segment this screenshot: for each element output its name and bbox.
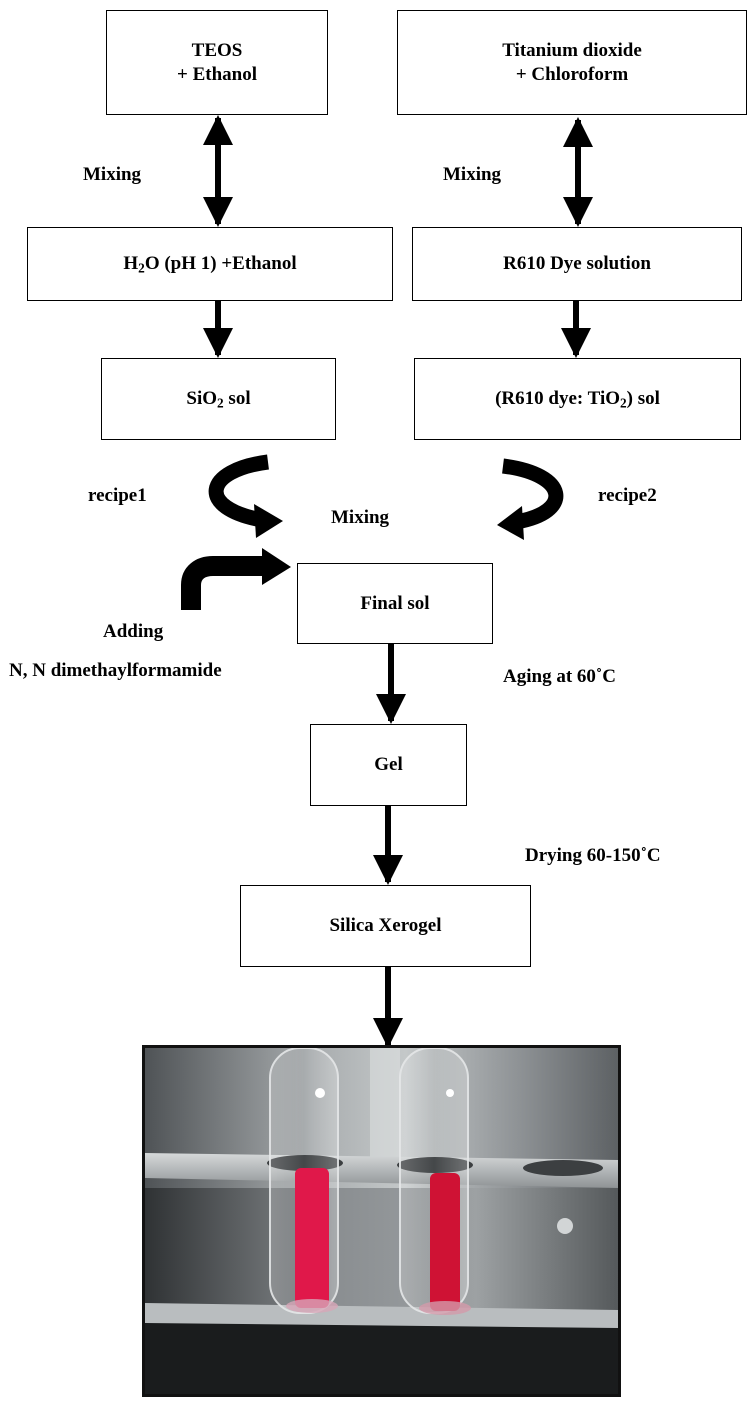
tio2-chloroform-box: Titanium dioxide+ Chloroform [397, 10, 747, 115]
adding-arrow [181, 556, 264, 610]
recipe1-curved-arrow [208, 454, 270, 528]
test-tubes-photo [142, 1045, 621, 1397]
teos-ethanol-box: TEOS+ Ethanol [106, 10, 328, 115]
chloroform-text: + Chloroform [515, 63, 629, 85]
sio2-sol-text: SiO2 sol [186, 388, 251, 411]
water-ethanol-text: H2O (pH 1) +Ethanol [123, 253, 297, 276]
dye-tio2-sol-box: (R610 dye: TiO2) sol [414, 358, 741, 440]
water-ethanol-box: H2O (pH 1) +Ethanol [27, 227, 393, 301]
test-tubes-illustration [145, 1048, 618, 1394]
ethanol-text: + Ethanol [177, 63, 257, 85]
drying-label: Drying 60-150˚C [525, 845, 661, 866]
aging-label: Aging at 60˚C [503, 666, 616, 687]
gel-box: Gel [310, 724, 467, 806]
dmf-label: N, N dimethaylformamide [9, 660, 222, 681]
recipe2-curved-arrow [501, 458, 564, 530]
dye-solution-text: R610 Dye solution [503, 253, 651, 275]
teos-text: TEOS [191, 39, 243, 61]
dye-solution-box: R610 Dye solution [412, 227, 742, 301]
silica-xerogel-box: Silica Xerogel [240, 885, 531, 967]
mixing-label-center: Mixing [331, 507, 390, 528]
final-sol-box: Final sol [297, 563, 493, 644]
mixing-label-right: Mixing [443, 164, 502, 185]
recipe2-label: recipe2 [598, 485, 657, 506]
dye-tio2-sol-text: (R610 dye: TiO2) sol [495, 388, 660, 411]
final-sol-text: Final sol [360, 592, 430, 614]
mixing-label-left: Mixing [83, 164, 142, 185]
silica-xerogel-text: Silica Xerogel [329, 915, 442, 937]
gel-text: Gel [374, 754, 403, 776]
sio2-sol-box: SiO2 sol [101, 358, 336, 440]
recipe1-label: recipe1 [88, 485, 147, 506]
adding-label: Adding [103, 621, 164, 642]
titanium-dioxide-text: Titanium dioxide [502, 39, 642, 61]
